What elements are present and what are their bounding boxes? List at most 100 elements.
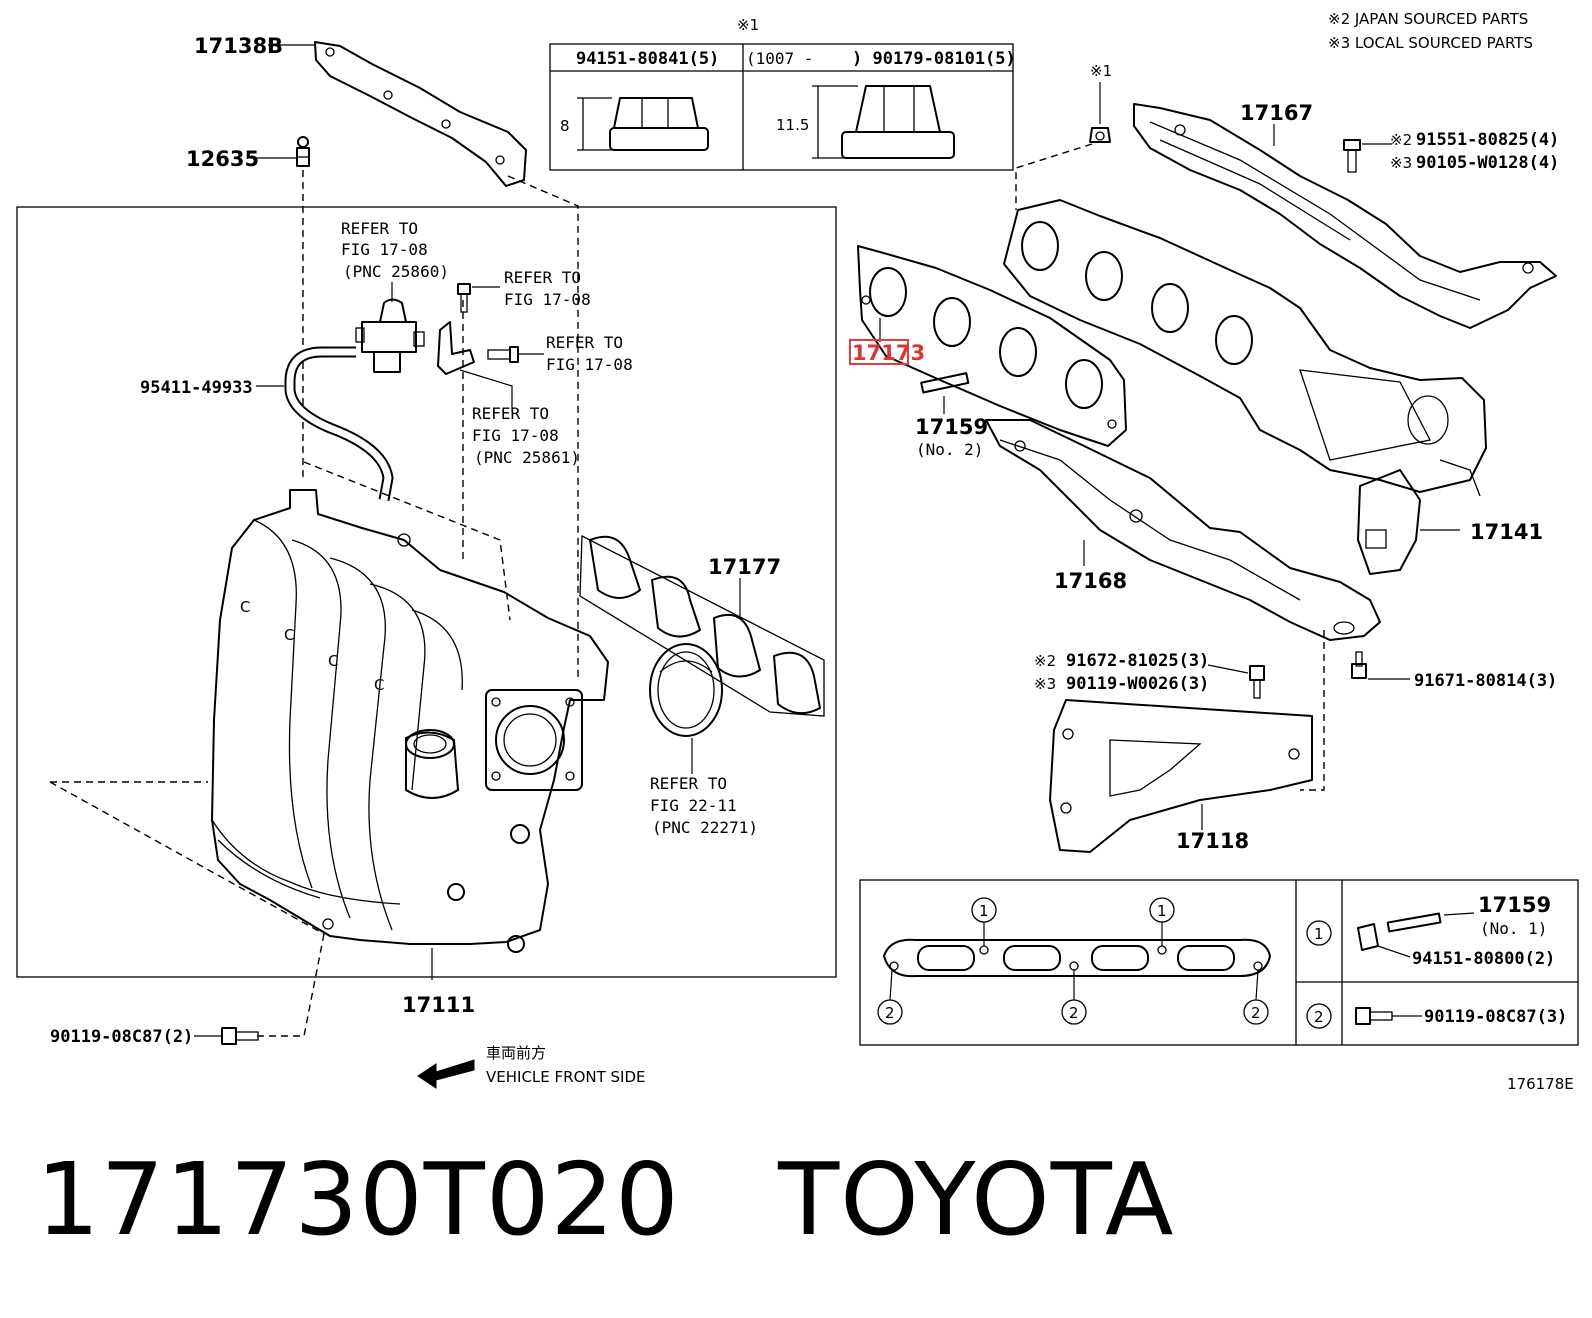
marker-circle-1a: 1: [971, 897, 997, 946]
label-91672-81025: 91672-81025(3): [1066, 651, 1209, 671]
nut-marker-1: ※1: [1089, 62, 1112, 143]
heat-insulator-17168: 17168: [985, 419, 1381, 641]
stud-17159-no2: 17159 (No. 2): [915, 372, 988, 459]
label-17111: 17111: [402, 993, 475, 1017]
label-95411-49933: 95411-49933: [140, 378, 253, 398]
manifold-mark-4: C: [374, 676, 384, 694]
vacuum-hose: 95411-49933: [140, 346, 394, 501]
label-90119-W0026: 90119-W0026(3): [1066, 674, 1209, 694]
flange-nut-small-icon: 8: [560, 97, 709, 151]
marker-circle-2c: 2: [1243, 969, 1269, 1025]
refer-1708-b-line2: FIG 17-08: [504, 290, 591, 309]
nut-right-height: 11.5: [776, 116, 809, 134]
refer-1708-a-line2: FIG 17-08: [341, 240, 428, 259]
bolt-91551: ※2 ※3 91551-80825(4) 90105-W0128(4): [1343, 130, 1559, 173]
heat-insulator-17167: 17167: [1133, 101, 1557, 329]
manifold-stay-17141: 17141: [1357, 469, 1543, 575]
label-90119-08C87-3: 90119-08C87(3): [1424, 1007, 1567, 1027]
refer-2211-line1: REFER TO: [650, 774, 727, 793]
label-90105-W0128: 90105-W0128(4): [1416, 153, 1559, 173]
svg-text:1: 1: [1157, 902, 1167, 920]
bracket-17118: 17118: [1049, 699, 1313, 853]
bolt-91671: 91671-80814(3): [1351, 651, 1557, 691]
intake-manifold: C C C C: [211, 489, 609, 953]
nut-left-height: 8: [560, 117, 570, 135]
marker-circle-2a: 2: [877, 969, 903, 1025]
marker-circle-2b: 2: [1061, 970, 1087, 1025]
pnc-25860: (PNC 25860): [343, 262, 449, 281]
variant-table: [859, 879, 1579, 1046]
label-17177: 17177: [708, 555, 781, 579]
gasket-top-view: [883, 938, 1271, 978]
throttle-gasket: [649, 643, 723, 774]
front-en: VEHICLE FRONT SIDE: [486, 1068, 646, 1086]
vsv-valve: [355, 298, 425, 373]
flange-nut-tall-icon: 11.5: [776, 85, 955, 159]
highlight-17173: [849, 339, 909, 365]
bolt-90119-08C87-2: 90119-08C87(2): [50, 1027, 259, 1047]
exhaust-gasket-17173: 17173: [849, 245, 1127, 447]
nut-left-header: 94151-80841(5): [576, 49, 719, 69]
svg-text:2: 2: [1069, 1004, 1079, 1022]
row-marker-1: 1: [1306, 920, 1332, 946]
nut-right-date: (1007 -: [746, 49, 813, 68]
exhaust-manifold: [1003, 199, 1487, 497]
label-91551-80825: 91551-80825(4): [1416, 130, 1559, 150]
stud-17159-no1: 17159 (No. 1) 94151-80800(2): [1357, 893, 1555, 969]
svg-text:1: 1: [979, 902, 989, 920]
caption: 171730T020 TOYOTA: [36, 1150, 1174, 1250]
bracket-17138B: 17138B: [194, 34, 527, 187]
nut-marker-label: ※1: [1090, 62, 1112, 80]
label-91671-80814: 91671-80814(3): [1414, 671, 1557, 691]
refer-1708-b-line1: REFER TO: [504, 268, 581, 287]
stud-12635: 12635: [186, 136, 310, 171]
label-94151-80800: 94151-80800(2): [1412, 949, 1555, 969]
refer-2211-line2: FIG 22-11: [650, 796, 737, 815]
label-12635: 12635: [186, 147, 259, 171]
refer-1708-c-line1: REFER TO: [546, 333, 623, 352]
m3-b: ※3: [1034, 675, 1056, 693]
manifold-mark-3: C: [328, 652, 338, 670]
m3-a: ※3: [1390, 154, 1412, 172]
label-90119-08C87-2: 90119-08C87(2): [50, 1027, 193, 1047]
legend-japan: ※2 JAPAN SOURCED PARTS: [1328, 10, 1528, 28]
label-17159-no2: 17159: [915, 415, 988, 439]
label-17173: 17173: [852, 341, 925, 365]
svg-text:2: 2: [885, 1004, 895, 1022]
intake-gasket-17177: 17177: [579, 534, 825, 717]
label-17118: 17118: [1176, 829, 1249, 853]
bolt-refer-b: [457, 283, 500, 313]
label-17159-no1: 17159: [1478, 893, 1551, 917]
label-17168: 17168: [1054, 569, 1127, 593]
figure-code: 176178E: [1507, 1075, 1574, 1093]
legend-local: ※3 LOCAL SOURCED PARTS: [1328, 34, 1533, 52]
manifold-mark-2: C: [284, 626, 294, 644]
label-17141: 17141: [1470, 520, 1543, 544]
bolt-91672: ※2 ※3 91672-81025(3) 90119-W0026(3): [1034, 651, 1265, 699]
label-no2: (No. 2): [916, 440, 983, 459]
svg-text:1: 1: [1314, 925, 1324, 943]
svg-text:2: 2: [1251, 1004, 1261, 1022]
label-no1: (No. 1): [1480, 919, 1547, 938]
label-17138B: 17138B: [194, 34, 283, 58]
marker-circle-1b: 1: [1149, 897, 1175, 946]
label-17167: 17167: [1240, 101, 1313, 125]
intake-assembly-frame: [16, 206, 837, 978]
nut-table-frame: [549, 43, 1014, 171]
m2-b: ※2: [1034, 652, 1056, 670]
caption-part-number: 171730T020: [36, 1141, 680, 1258]
manifold-mark-1: C: [240, 598, 250, 616]
front-jp: 車両前方: [486, 1044, 546, 1062]
refer-1708-c-line2: FIG 17-08: [546, 355, 633, 374]
refer-1708-d-line2: FIG 17-08: [472, 426, 559, 445]
m2-a: ※2: [1390, 131, 1412, 149]
pnc-25861: (PNC 25861): [474, 448, 580, 467]
nut-table: ※1 94151-80841(5) (1007 - ) 90179-08101(…: [549, 16, 1016, 171]
vehicle-front-arrow-icon: [417, 1059, 475, 1089]
nut-table-marker: ※1: [737, 16, 759, 34]
vsv-bracket: [437, 321, 544, 375]
pnc-22271: (PNC 22271): [652, 818, 758, 837]
nut-right-header: ) 90179-08101(5): [852, 49, 1016, 69]
refer-1708-a-line1: REFER TO: [341, 219, 418, 238]
